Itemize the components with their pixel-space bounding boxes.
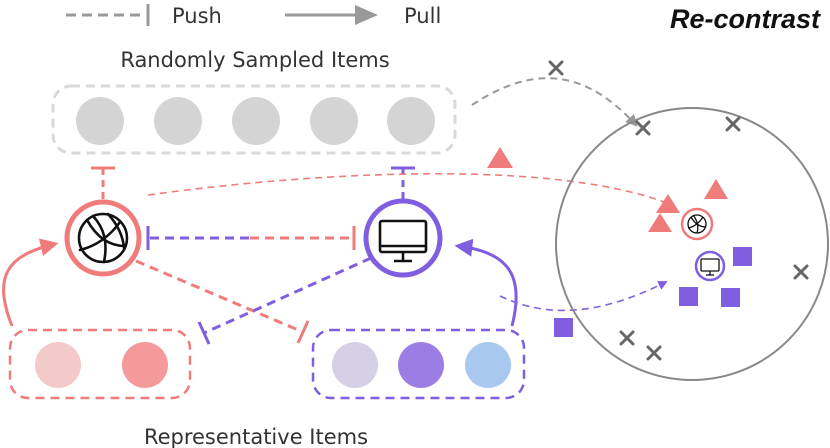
basketball-anchor <box>64 199 142 277</box>
red-triangle <box>487 147 513 168</box>
monitor-anchor <box>363 198 443 278</box>
random-to-embedding-arrow <box>471 77 638 127</box>
random-item <box>76 97 124 145</box>
random-item <box>387 97 435 145</box>
purple-squares <box>554 247 752 337</box>
monitor-icon <box>378 219 428 263</box>
embedding-space-circle <box>555 107 829 381</box>
basketball-icon <box>77 212 129 264</box>
monitor-embedding <box>694 250 726 282</box>
negative-x-icon <box>725 116 741 132</box>
negative-x-icon <box>548 60 564 76</box>
representative-red-box <box>8 328 192 400</box>
purple-square <box>554 318 573 337</box>
purple-square <box>679 287 698 306</box>
negative-marks <box>548 60 809 361</box>
representative-item <box>122 342 168 388</box>
representative-purple-box <box>311 328 526 400</box>
red-triangle <box>656 194 680 213</box>
basketball-embedding <box>680 207 714 241</box>
purple-projection-arrow <box>499 281 668 312</box>
legend: Push Pull <box>66 4 441 28</box>
monitor-icon <box>700 258 720 276</box>
negative-x-icon <box>646 345 662 361</box>
anchor-push-line <box>146 226 356 250</box>
purple-square <box>733 247 752 266</box>
pull-arrow-red <box>2 238 59 327</box>
push-legend-symbol <box>66 4 150 26</box>
random-items-box <box>51 84 457 155</box>
random-item <box>232 97 280 145</box>
representative-item <box>465 342 511 388</box>
red-triangles <box>487 147 728 232</box>
representative-item <box>35 342 81 388</box>
random-items <box>76 97 435 145</box>
negative-x-icon <box>793 264 809 280</box>
representative-item <box>332 342 378 388</box>
random-item <box>310 97 358 145</box>
pull-arrow-purple <box>454 238 518 327</box>
basketball-icon <box>687 214 707 234</box>
representative-item <box>398 342 444 388</box>
red-triangle <box>648 213 672 232</box>
diagram-title: Re-contrast <box>670 4 821 34</box>
representative-items-label: Representative Items <box>144 425 368 448</box>
random-push-red <box>91 166 115 203</box>
push-legend-label: Push <box>172 4 222 28</box>
pull-legend-label: Pull <box>404 4 441 28</box>
negative-x-icon <box>619 330 635 346</box>
red-projection-arrow <box>147 172 674 207</box>
red-triangle <box>704 179 728 199</box>
cross-push-red <box>135 259 310 344</box>
purple-square <box>721 288 740 307</box>
random-items-label: Randomly Sampled Items <box>120 48 389 72</box>
negative-x-icon <box>635 120 651 136</box>
random-item <box>154 97 202 145</box>
pull-legend-symbol <box>285 5 378 25</box>
cross-push-purple <box>197 256 372 345</box>
